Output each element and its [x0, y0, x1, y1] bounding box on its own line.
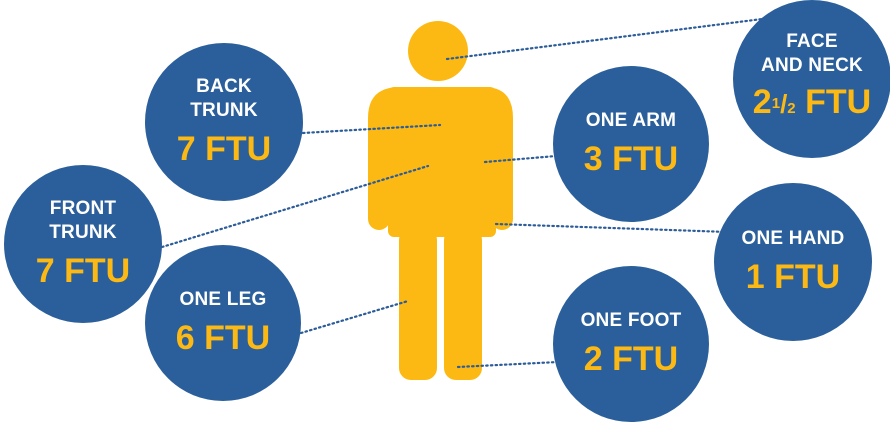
figure-left-leg: [399, 228, 437, 380]
one-arm-label: ONE ARM: [585, 110, 677, 131]
back-trunk-value: 7 FTU: [176, 130, 272, 168]
one-arm-value: 3 FTU: [583, 140, 679, 178]
one-leg-value: 6 FTU: [175, 319, 271, 357]
figure-head: [408, 21, 468, 81]
one-arm-bubble: ONE ARM 3 FTU: [553, 66, 709, 222]
connector-arm: [483, 154, 558, 164]
connector-face: [445, 16, 772, 61]
one-foot-value: 2 FTU: [583, 340, 679, 378]
front-trunk-label-line2: TRUNK: [49, 222, 117, 243]
figure-right-arm: [491, 112, 513, 230]
face-neck-fraction-slash: /: [780, 88, 788, 119]
connector-back-trunk: [301, 123, 442, 135]
face-neck-bubble: FACE AND NECK 21/2 FTU: [733, 0, 890, 158]
face-neck-label-line2: AND NECK: [761, 54, 863, 76]
one-foot-label: ONE FOOT: [580, 310, 682, 331]
one-hand-label: ONE HAND: [741, 228, 845, 249]
connector-foot: [456, 360, 560, 369]
face-neck-value-unit: FTU: [805, 82, 872, 121]
one-foot-bubble: ONE FOOT 2 FTU: [553, 266, 709, 422]
front-trunk-bubble: FRONT TRUNK 7 FTU: [4, 165, 162, 323]
face-neck-value-denominator: 2: [787, 99, 796, 117]
figure-right-leg: [444, 228, 482, 380]
connector-leg: [299, 299, 410, 335]
face-neck-value-whole: 2: [752, 82, 772, 121]
face-neck-value: 21/2 FTU: [753, 82, 871, 129]
one-hand-bubble: ONE HAND 1 FTU: [714, 183, 872, 341]
connector-hand: [494, 222, 730, 234]
connector-lines: [160, 16, 772, 369]
face-neck-value-numerator: 1: [771, 94, 781, 112]
back-trunk-bubble: BACK TRUNK 7 FTU: [145, 43, 303, 201]
back-trunk-label-line2: TRUNK: [190, 100, 258, 121]
one-leg-label: ONE LEG: [179, 289, 267, 310]
human-figure: [368, 21, 513, 380]
connector-front-trunk: [160, 164, 430, 249]
one-leg-bubble: ONE LEG 6 FTU: [145, 245, 301, 401]
back-trunk-label-line1: BACK: [196, 76, 252, 97]
face-neck-label-line1: FACE: [786, 30, 838, 52]
one-hand-value: 1 FTU: [745, 258, 841, 296]
figure-left-arm: [368, 112, 390, 230]
front-trunk-label-line1: FRONT: [49, 198, 117, 219]
figure-torso: [388, 87, 496, 237]
front-trunk-value: 7 FTU: [35, 252, 131, 290]
